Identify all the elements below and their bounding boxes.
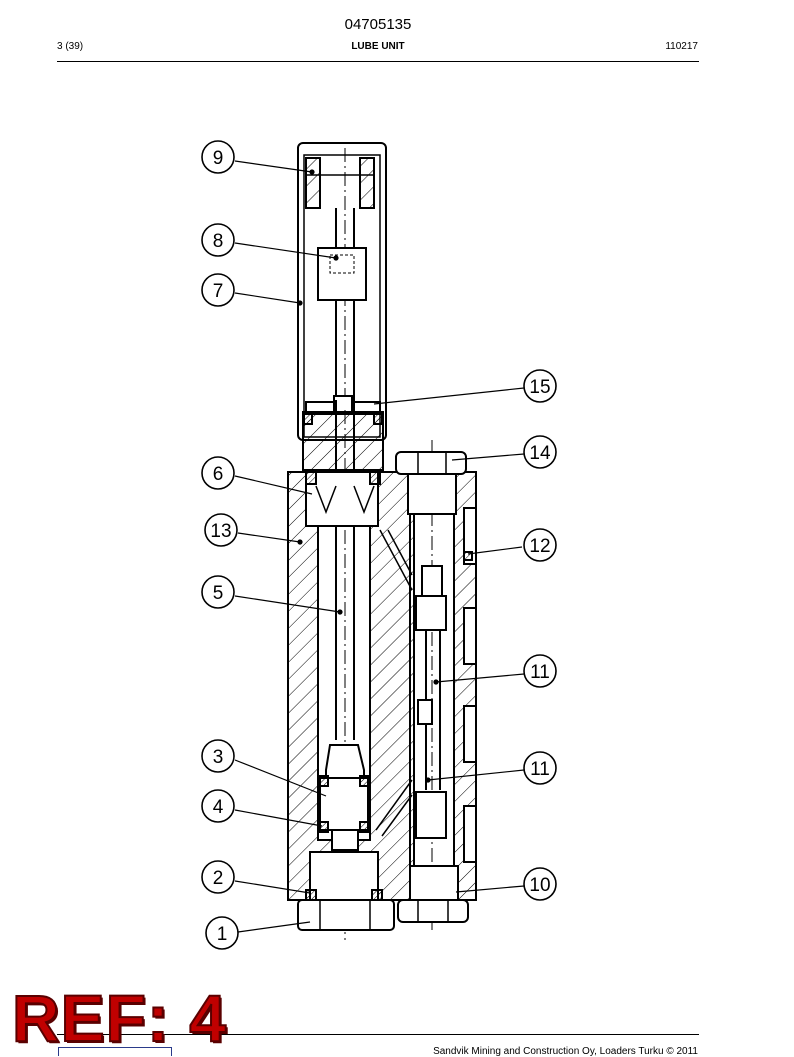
callouts: 9 8 7 15 14 6 13 12 5 11 11 3 4 2 10 1: [201, 140, 557, 950]
document-date: 110217: [665, 41, 698, 52]
document-number: 04705135: [344, 16, 412, 33]
callout-5: 5: [201, 575, 235, 609]
callout-leaders: [234, 160, 525, 933]
callout-label-14: 14: [529, 443, 551, 464]
callout-11b: 11: [523, 751, 557, 785]
callout-6: 6: [201, 456, 235, 490]
page-title: LUBE UNIT: [351, 41, 405, 52]
callout-label-2: 2: [213, 868, 224, 889]
callout-3: 3: [201, 739, 235, 773]
callout-7: 7: [201, 273, 235, 307]
callout-label-10: 10: [529, 875, 550, 896]
callout-11a: 11: [523, 654, 557, 688]
callout-9: 9: [201, 140, 235, 174]
callout-13: 13: [204, 513, 238, 547]
callout-label-9: 9: [213, 148, 224, 169]
main-body: [287, 142, 477, 940]
callout-14: 14: [523, 435, 557, 469]
callout-2: 2: [201, 860, 235, 894]
callout-label-1: 1: [217, 924, 228, 945]
callout-label-13: 13: [210, 521, 231, 542]
callout-label-4: 4: [213, 797, 224, 818]
callout-12: 12: [523, 528, 557, 562]
callout-1: 1: [205, 916, 239, 950]
reference-stamp: REF: 4: [11, 981, 228, 1055]
callout-label-3: 3: [213, 747, 224, 768]
footer-copyright: Sandvik Mining and Construction Oy, Load…: [433, 1046, 698, 1057]
callout-4: 4: [201, 789, 235, 823]
callout-label-11: 11: [530, 662, 550, 683]
callout-label-6: 6: [213, 464, 224, 485]
callout-8: 8: [201, 223, 235, 257]
callout-label-11: 11: [530, 759, 550, 780]
callout-label-15: 15: [529, 377, 550, 398]
header-divider: [57, 61, 699, 62]
callout-label-8: 8: [213, 231, 224, 252]
callout-label-5: 5: [213, 583, 224, 604]
callout-15: 15: [523, 369, 557, 403]
brand-logo: [58, 1047, 172, 1056]
footer-divider: [57, 1034, 699, 1035]
page-indicator: 3 (39): [57, 41, 84, 52]
callout-label-12: 12: [529, 536, 550, 557]
callout-10: 10: [523, 867, 557, 901]
callout-label-7: 7: [213, 281, 224, 302]
